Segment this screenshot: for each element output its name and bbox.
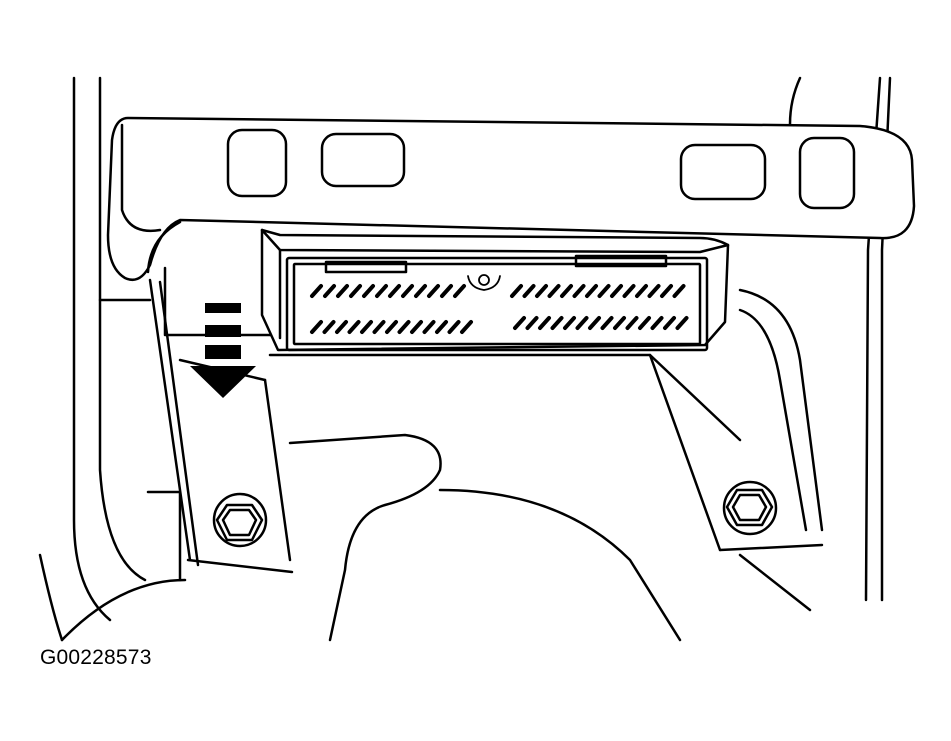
connector-pin-slot xyxy=(349,284,362,298)
connector-pin-slot xyxy=(625,316,639,330)
connector-pin-slot xyxy=(414,284,427,298)
connector-pin-slot xyxy=(336,284,349,298)
connector-pin-slot xyxy=(650,316,664,330)
trim-opening-2 xyxy=(320,132,406,188)
connector-pin-slot xyxy=(360,320,373,334)
connector-pin-slot xyxy=(663,316,676,330)
connector-pin-slot xyxy=(435,320,448,334)
connector-pin-slot xyxy=(375,284,388,298)
connector-pin-slot xyxy=(610,284,623,298)
connector-pin-slot xyxy=(347,320,361,334)
connector-pin-slot xyxy=(572,284,586,298)
right-mounting-bolt xyxy=(722,480,778,536)
connector-pin-slot xyxy=(385,320,398,334)
figure-id-label: G00228573 xyxy=(40,646,152,669)
connector-pin-slot xyxy=(675,316,689,330)
connector-pin-slot xyxy=(647,284,661,298)
connector-pin-slot xyxy=(672,284,686,298)
module-bracket xyxy=(148,266,824,612)
trim-opening-4 xyxy=(798,136,856,210)
connector-pin-slot xyxy=(310,320,323,334)
connector-pin-slot xyxy=(535,284,548,298)
connector-pin-slot xyxy=(410,320,423,334)
trim-opening-1 xyxy=(226,128,288,198)
removal-arrow-icon xyxy=(190,303,256,398)
connector-pin-slot xyxy=(585,284,598,298)
connector-pin-slot xyxy=(460,320,473,334)
connector-pin-slot xyxy=(597,284,611,298)
connector-pin-slot xyxy=(447,320,461,334)
connector-pin-slot xyxy=(522,284,536,298)
connector-pin-slot xyxy=(513,316,526,330)
connector-pin-slot xyxy=(660,284,673,298)
connector-pin-slot xyxy=(335,320,348,334)
connector-pin-slot xyxy=(563,316,576,330)
connector-pin-slot xyxy=(422,320,436,334)
connector-pin-slot xyxy=(600,316,614,330)
connector-pin-slot xyxy=(453,284,466,298)
left-console-panel xyxy=(38,76,187,642)
connector-pin-slot xyxy=(427,284,440,298)
connector-pins xyxy=(310,284,689,334)
connector-pin-slot xyxy=(550,316,564,330)
connector-pin-slot xyxy=(575,316,589,330)
connector-pin-slot xyxy=(525,316,539,330)
connector-pin-slot xyxy=(372,320,386,334)
connector-pin-slot xyxy=(560,284,573,298)
left-mounting-bolt xyxy=(212,492,268,548)
dash-trim-panel xyxy=(106,116,916,282)
trim-opening-3 xyxy=(679,143,767,201)
connector-pin-slot xyxy=(362,284,375,298)
floor-contour xyxy=(288,433,682,642)
connector-pin-slot xyxy=(322,320,336,334)
connector-pin-slot xyxy=(635,284,648,298)
connector-pin-slot xyxy=(310,284,323,298)
connector-pin-slot xyxy=(510,284,523,298)
connector-pin-slot xyxy=(638,316,651,330)
connector-pin-slot xyxy=(323,284,336,298)
connector-pin-slot xyxy=(613,316,626,330)
connector-pin-slot xyxy=(401,284,414,298)
connector-pin-slot xyxy=(622,284,636,298)
connector-pin-slot xyxy=(588,316,601,330)
connector-pin-slot xyxy=(397,320,411,334)
connector-pin-slot xyxy=(440,284,453,298)
connector-pin-slot xyxy=(388,284,401,298)
connector-pin-slot xyxy=(538,316,551,330)
connector-pin-slot xyxy=(547,284,561,298)
